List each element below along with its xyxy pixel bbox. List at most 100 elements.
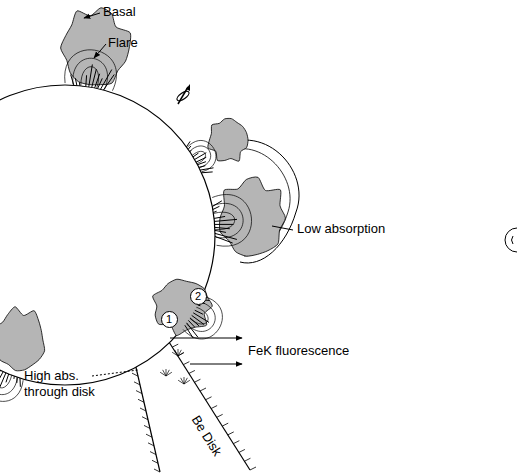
flare-spike bbox=[103, 75, 114, 90]
annotation: High abs. through disk bbox=[24, 368, 99, 400]
hatch bbox=[146, 434, 152, 437]
flare-spike bbox=[215, 233, 237, 239]
hatch bbox=[200, 388, 206, 391]
callout-text: 1 bbox=[166, 313, 172, 325]
flare-spike bbox=[19, 378, 20, 387]
spark bbox=[163, 370, 166, 376]
flare-spike bbox=[215, 230, 226, 232]
magnetic-loop bbox=[213, 203, 243, 238]
flare-spike bbox=[6, 374, 9, 382]
flare-spike bbox=[214, 216, 225, 218]
flare-spike bbox=[198, 162, 206, 165]
hatch bbox=[206, 397, 212, 400]
hatch bbox=[136, 391, 142, 394]
flare-spike bbox=[82, 86, 83, 87]
flare-spike bbox=[191, 154, 192, 155]
hatch bbox=[142, 417, 148, 420]
hatch bbox=[154, 469, 160, 472]
flare-spike bbox=[214, 219, 237, 221]
magnetic-loop bbox=[65, 50, 117, 91]
magnetic-loop bbox=[187, 140, 216, 171]
partial-symbol bbox=[505, 228, 517, 252]
flare-spike bbox=[190, 150, 191, 151]
hatch bbox=[222, 423, 228, 426]
hatch bbox=[148, 443, 154, 446]
flare-spike bbox=[215, 236, 233, 243]
hatch bbox=[138, 399, 144, 402]
flare-spike bbox=[201, 171, 212, 173]
disk-label: Be Disk bbox=[187, 413, 224, 459]
hatch bbox=[228, 432, 234, 435]
flare-spike bbox=[215, 227, 230, 228]
disk-emission bbox=[160, 349, 190, 384]
flare-spike bbox=[212, 201, 222, 207]
flare-spike bbox=[0, 370, 1, 380]
hatch bbox=[132, 373, 138, 376]
annotation: Basal bbox=[103, 4, 136, 20]
rotation-symbol bbox=[176, 84, 191, 104]
hatch bbox=[152, 460, 158, 463]
flare-spike bbox=[0, 372, 3, 385]
hatch bbox=[239, 449, 245, 452]
leader-lines bbox=[84, 13, 293, 376]
spark bbox=[184, 380, 190, 384]
callout-number: 1 bbox=[161, 311, 178, 328]
annotation: Low absorption bbox=[297, 221, 385, 237]
hatch bbox=[211, 406, 217, 409]
flare-spike bbox=[196, 307, 197, 308]
flare-spike bbox=[213, 215, 214, 216]
flare-spike bbox=[195, 310, 203, 314]
flare-spike bbox=[79, 82, 80, 85]
star bbox=[0, 85, 215, 385]
spark bbox=[178, 352, 184, 356]
hatch bbox=[144, 425, 150, 428]
flare-spike bbox=[186, 141, 190, 147]
flare-spike bbox=[85, 75, 87, 86]
large-loop bbox=[220, 149, 290, 256]
loop-blob bbox=[208, 118, 248, 161]
hatch bbox=[250, 467, 256, 470]
hatch bbox=[150, 452, 156, 455]
loop-blob bbox=[219, 177, 285, 256]
magnetic-loop bbox=[0, 365, 23, 401]
hatch bbox=[189, 370, 195, 373]
annotation: Flare bbox=[108, 35, 138, 51]
flare-spike bbox=[193, 313, 209, 323]
magnetic-loop bbox=[190, 146, 211, 168]
flare-spike bbox=[200, 168, 213, 170]
flare-spike bbox=[16, 377, 17, 383]
magnetic-loop bbox=[186, 302, 215, 332]
spark bbox=[181, 378, 184, 384]
magnetic-loop bbox=[192, 151, 205, 163]
flare-spike bbox=[213, 206, 220, 209]
loop-blob bbox=[0, 307, 45, 371]
flare-spike bbox=[89, 64, 93, 86]
annotation: FeK fluorescence bbox=[248, 343, 349, 359]
flare-spike bbox=[13, 376, 14, 379]
hatch bbox=[172, 344, 178, 347]
hatch bbox=[140, 408, 146, 411]
hatch bbox=[233, 441, 239, 444]
flare-spike bbox=[198, 304, 201, 306]
spark bbox=[166, 372, 172, 376]
flare-spike bbox=[199, 166, 205, 168]
magnetic-loop bbox=[190, 307, 208, 324]
flare-spike bbox=[215, 224, 234, 225]
magnetic-loop bbox=[0, 368, 17, 395]
spark bbox=[175, 350, 178, 356]
callout-text: 2 bbox=[195, 290, 201, 302]
hatch bbox=[217, 414, 223, 417]
flare-spike bbox=[188, 146, 191, 149]
flare-spike bbox=[71, 75, 74, 86]
loops bbox=[0, 8, 285, 402]
flare-spike bbox=[11, 374, 12, 375]
flare-spike bbox=[196, 157, 206, 162]
flare-spike bbox=[192, 315, 204, 324]
flare-spike bbox=[213, 211, 216, 212]
magnetic-loop bbox=[212, 195, 251, 247]
hatch bbox=[194, 379, 200, 382]
flare-spike bbox=[190, 318, 199, 326]
callout-number: 2 bbox=[190, 288, 207, 305]
